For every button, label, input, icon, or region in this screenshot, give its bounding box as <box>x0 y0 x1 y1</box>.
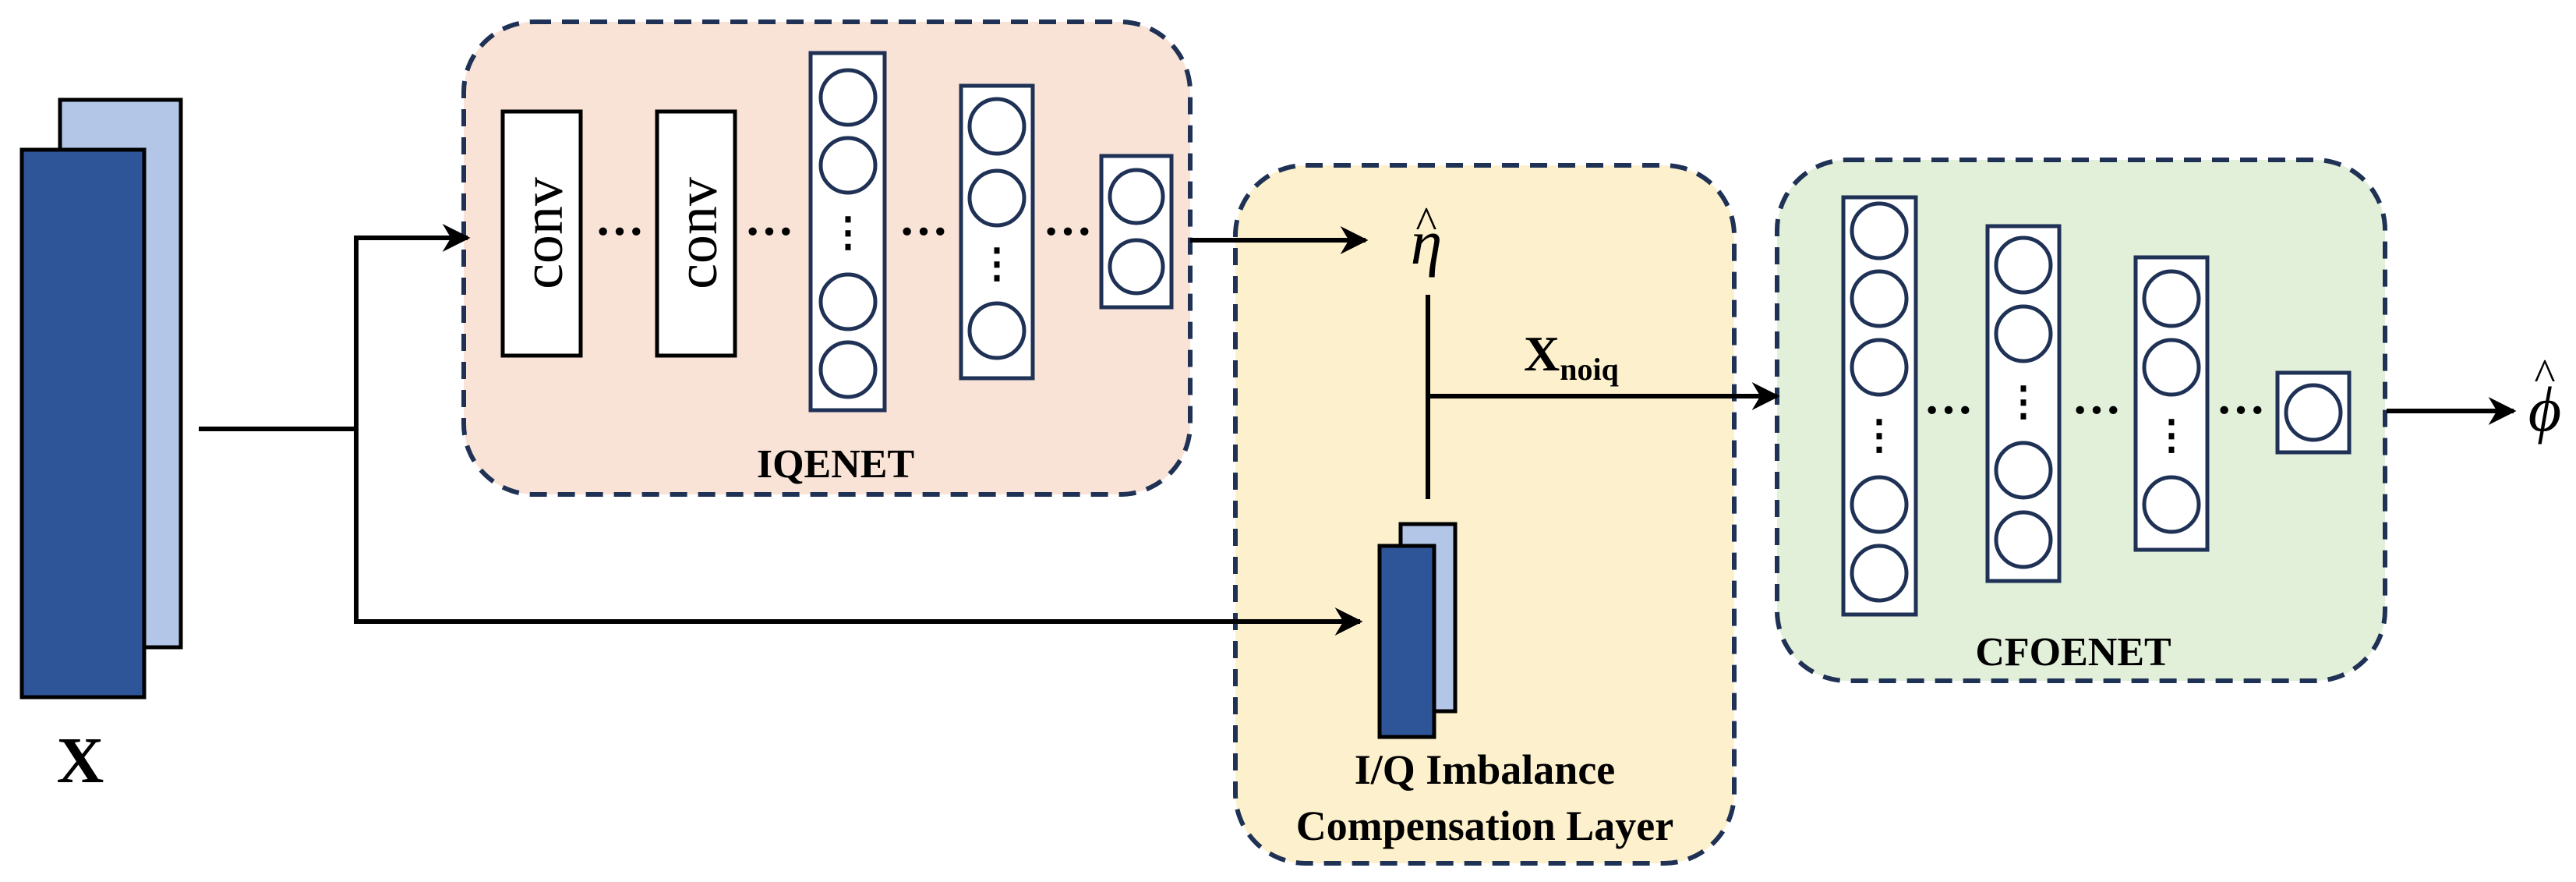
cfoenet-label: CFOENET <box>1975 630 2171 675</box>
neuron-node <box>818 340 878 399</box>
phi-hat-accent: ^ <box>2534 349 2555 400</box>
neuron-node <box>1994 304 2053 363</box>
xnoiq-subscript: noiq <box>1560 352 1619 387</box>
compensation-label-line2: Compensation Layer <box>1296 802 1674 849</box>
neuron-node <box>1994 236 2053 295</box>
iqenet-ellipsis-4: ··· <box>1043 204 1093 259</box>
input-x-block <box>19 97 183 700</box>
neuron-node <box>1850 269 1909 328</box>
neuron-node <box>818 68 878 127</box>
neuron-node <box>1850 544 1909 603</box>
vertical-ellipsis: ⋮ <box>977 243 1017 287</box>
neuron-node <box>818 136 878 195</box>
conv-block-1-label: conv <box>511 177 575 289</box>
neuron-node <box>967 168 1027 228</box>
conv-block-2 <box>655 109 737 358</box>
conv-block-2-label: conv <box>666 177 730 289</box>
xnoiq-base: X <box>1524 326 1560 381</box>
neuron-node <box>1850 201 1909 260</box>
neuron-node <box>2142 269 2201 328</box>
neuron-node <box>1994 441 2053 500</box>
cfoenet-panel <box>1775 158 2387 683</box>
cfoenet-ellipsis-1: ··· <box>1924 382 1974 437</box>
cfoenet-ellipsis-3: ··· <box>2216 382 2266 437</box>
arrow-to-compensation <box>354 429 1363 636</box>
neuron-node <box>1108 238 1165 296</box>
vertical-ellipsis: ⋮ <box>2003 381 2044 425</box>
compensation-layer-panel <box>1233 163 1737 866</box>
input-x-label: X <box>57 724 104 797</box>
xnoiq-label: Xnoiq <box>1524 326 1619 387</box>
compensation-front-sheet <box>1377 544 1436 739</box>
iqenet-ellipsis-2: ··· <box>744 204 794 259</box>
neuron-node <box>1850 338 1909 397</box>
neuron-node <box>967 97 1027 156</box>
phi-hat-symbol: ϕ <box>2528 374 2561 445</box>
neuron-node <box>2142 338 2201 397</box>
compensation-stack-icon <box>1377 522 1458 739</box>
iqenet-ellipsis-3: ··· <box>899 204 949 259</box>
arrow-to-iqenet <box>354 224 471 622</box>
vertical-ellipsis: ⋮ <box>2151 414 2192 459</box>
eta-hat-symbol: η <box>1411 207 1443 278</box>
neuron-node <box>2142 475 2201 534</box>
iqenet-ellipsis-1: ··· <box>595 204 645 259</box>
vertical-ellipsis: ⋮ <box>828 211 868 256</box>
eta-hat-accent: ^ <box>1415 197 1436 248</box>
neuron-node <box>2284 383 2343 442</box>
neuron-node <box>1994 510 2053 569</box>
compensation-label-line1: I/Q Imbalance <box>1355 746 1616 793</box>
input-front-sheet <box>19 147 147 700</box>
conv-block-1 <box>500 109 583 358</box>
iqenet-label: IQENET <box>757 442 914 487</box>
cfoenet-ellipsis-2: ··· <box>2072 382 2122 437</box>
neuron-node <box>818 272 878 331</box>
neuron-node <box>967 301 1027 360</box>
vertical-ellipsis: ⋮ <box>1859 414 1899 459</box>
neuron-node <box>1850 475 1909 534</box>
neuron-node <box>1108 168 1165 225</box>
